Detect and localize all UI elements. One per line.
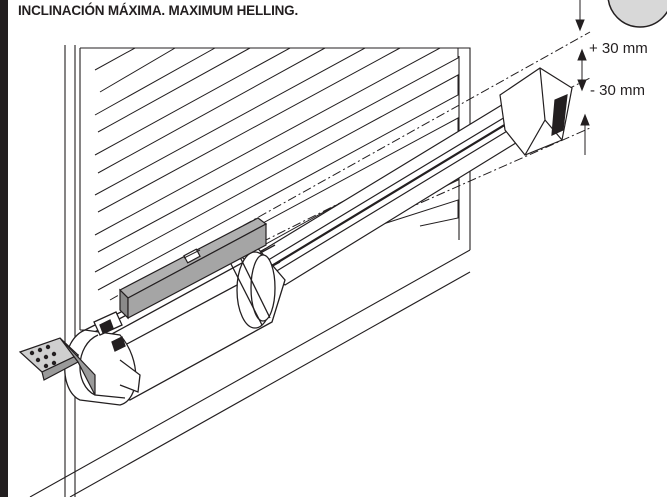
- spirit-level: [118, 217, 268, 320]
- page-badge: [607, 0, 667, 28]
- motor-tube: [254, 99, 547, 286]
- motor-front-cap: [64, 311, 141, 406]
- gate-frame: [29, 45, 471, 497]
- diagram-title: INCLINACIÓN MÁXIMA. MAXIMUM HELLING.: [18, 3, 299, 18]
- page-edge-bar: [0, 0, 8, 497]
- tube-end-cap: [499, 67, 573, 156]
- mounting-bracket: [18, 337, 96, 396]
- dimension-marker: [575, 0, 590, 155]
- plus-30mm-label: + 30 mm: [589, 40, 648, 57]
- minus-30mm-label: - 30 mm: [590, 82, 646, 99]
